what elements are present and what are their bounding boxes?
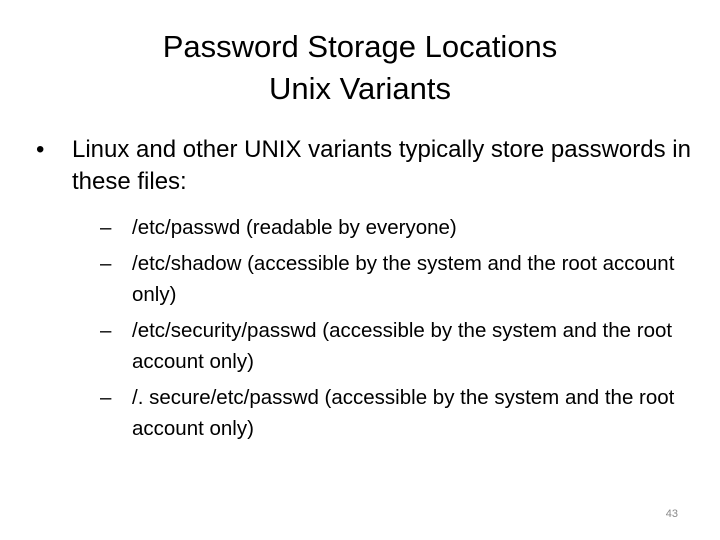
sub-bullet-text: /etc/security/passwd (accessible by the … xyxy=(132,319,673,373)
sub-bullet-item: – /etc/security/passwd (accessible by th… xyxy=(100,315,696,377)
sub-bullet-list: – /etc/passwd (readable by everyone) – /… xyxy=(72,212,696,444)
title-line-1: Password Storage Locations xyxy=(162,29,558,64)
bullet-icon: • xyxy=(36,136,45,163)
sub-bullet-item: – /. secure/etc/passwd (accessible by th… xyxy=(100,382,696,444)
sub-bullet-text: /. secure/etc/passwd (accessible by the … xyxy=(132,386,675,440)
title-line-2: Unix Variants xyxy=(268,71,452,106)
dash-icon: – xyxy=(100,216,112,239)
sub-bullet-text: /etc/passwd (readable by everyone) xyxy=(132,216,457,239)
dash-icon: – xyxy=(100,252,112,275)
slide-title: Password Storage Locations Unix Variants xyxy=(0,26,720,110)
dash-icon: – xyxy=(100,319,112,342)
sub-bullet-item: – /etc/shadow (accessible by the system … xyxy=(100,248,696,310)
bullet-list: • Linux and other UNIX variants typicall… xyxy=(36,134,696,449)
sub-bullet-item: – /etc/passwd (readable by everyone) xyxy=(100,212,696,243)
dash-icon: – xyxy=(100,386,112,409)
bullet-text: Linux and other UNIX variants typically … xyxy=(72,136,691,195)
bullet-item: • Linux and other UNIX variants typicall… xyxy=(36,134,696,444)
page-number: 43 xyxy=(665,508,678,520)
sub-bullet-text: /etc/shadow (accessible by the system an… xyxy=(132,252,675,306)
